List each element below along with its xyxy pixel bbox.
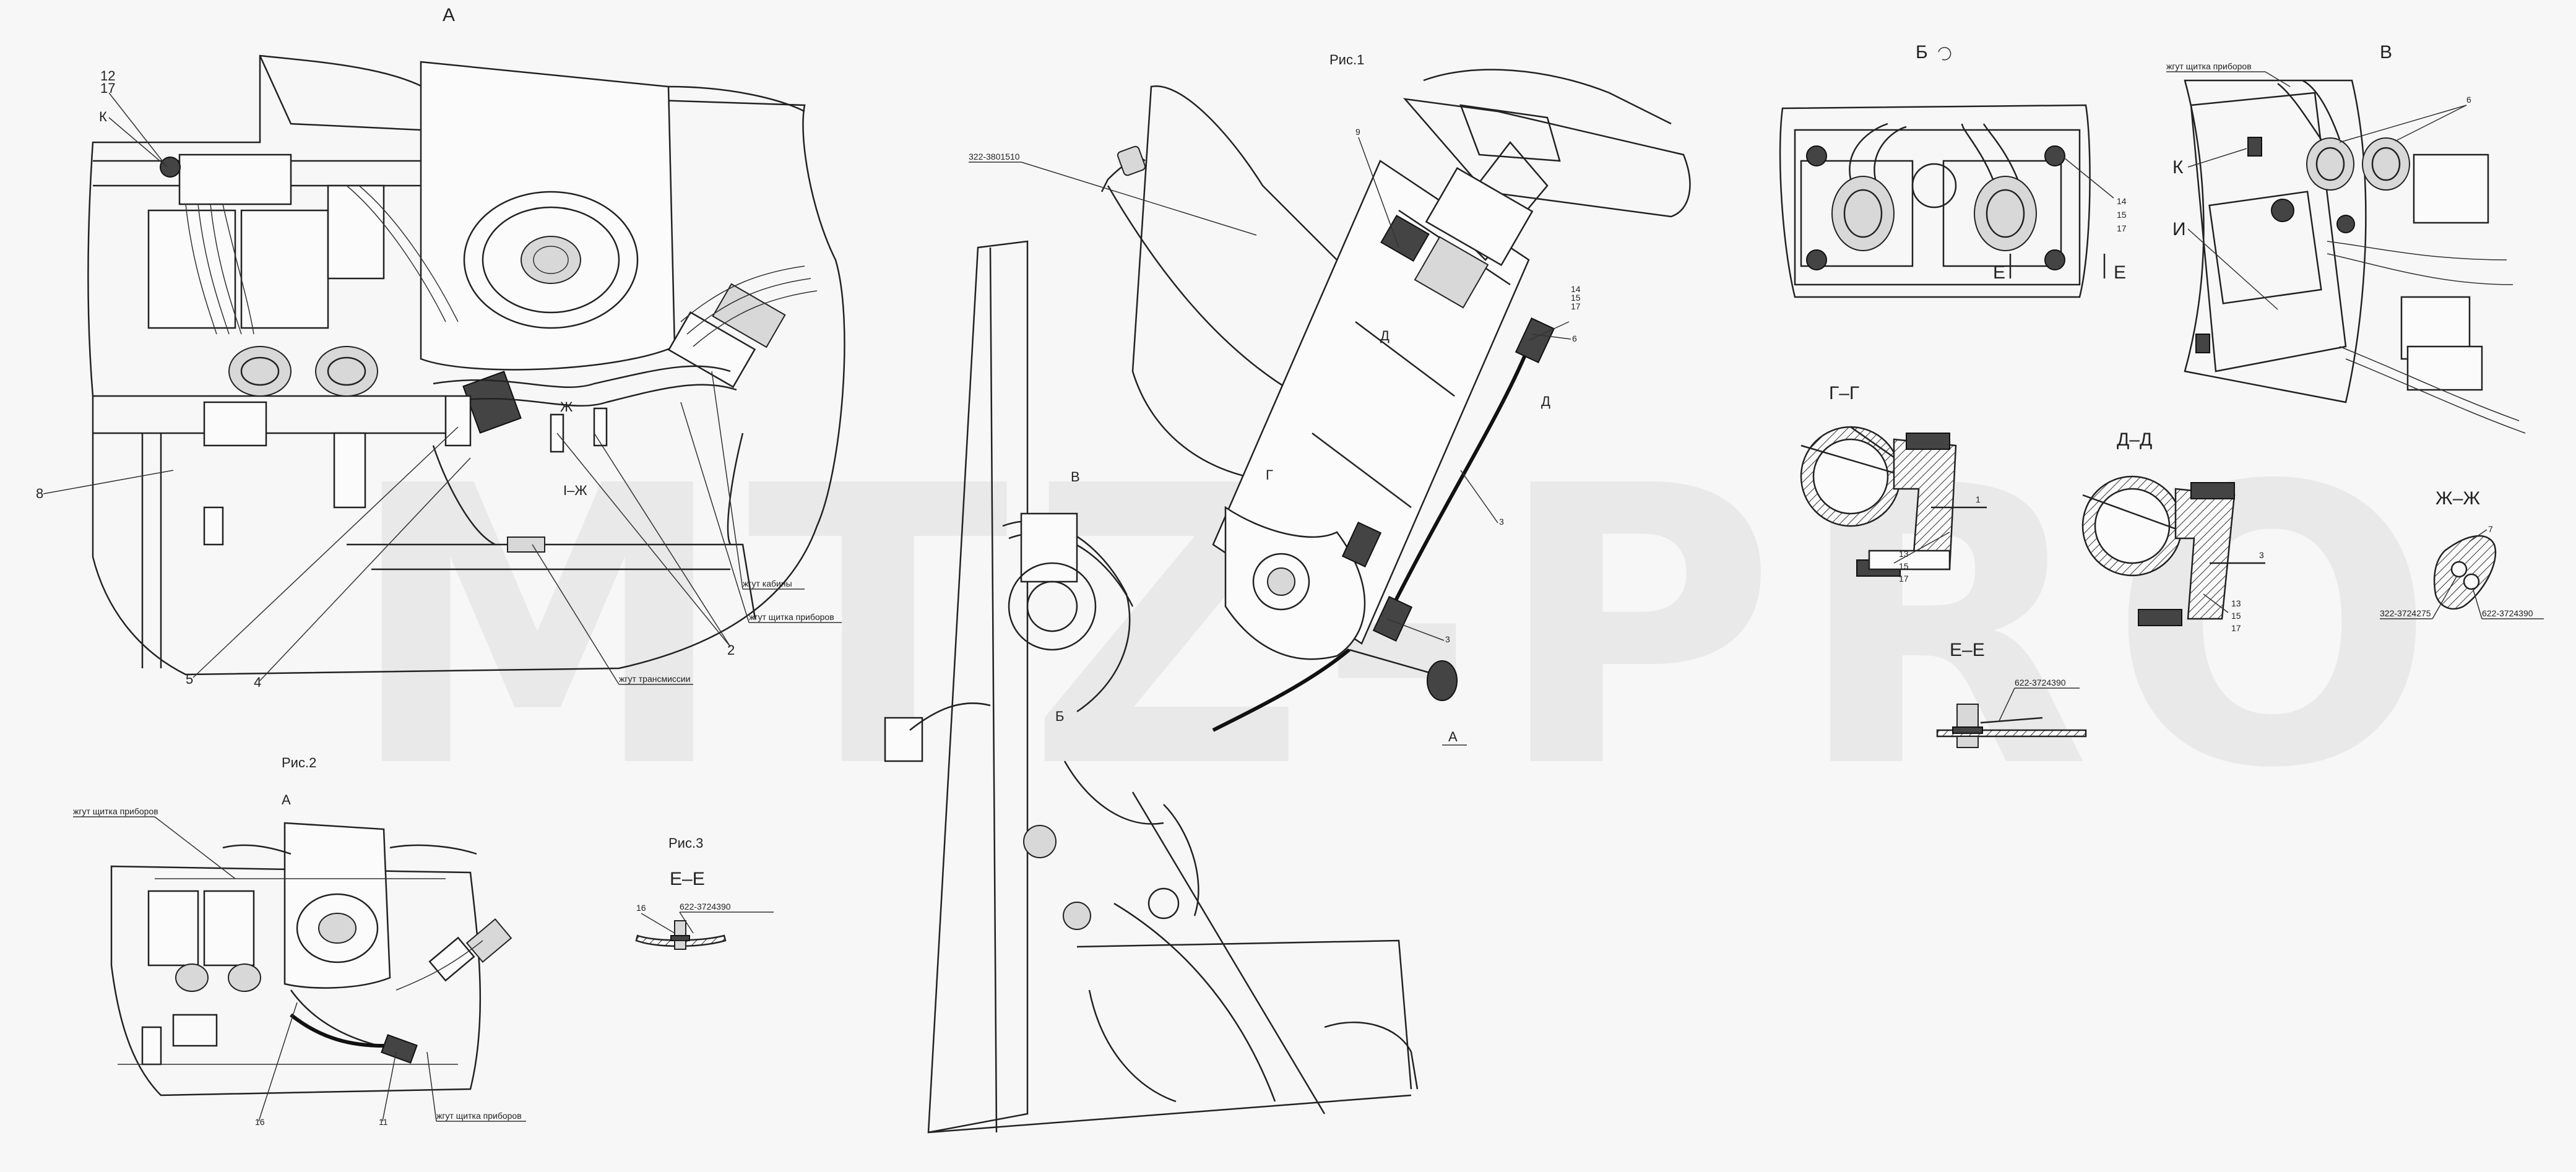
fig2-harness-top: жгут щитка приборов bbox=[73, 806, 158, 816]
part-number-322-3801510: 322-3801510 bbox=[969, 152, 1020, 162]
fig1-title: Рис.1 bbox=[1329, 52, 1364, 67]
fig2-callout-11: 11 bbox=[379, 1117, 388, 1127]
section-zh-part-right: 622-3724390 bbox=[2482, 608, 2533, 618]
fig3-view-title: Е–Е bbox=[670, 869, 705, 889]
view-b-section-e-right: Е bbox=[2114, 262, 2126, 283]
figure-3-detail: Рис.3 Е–Е 16 622-3724390 bbox=[635, 835, 774, 950]
view-b-title: Б bbox=[1916, 42, 1928, 62]
fig1-callout-9: 9 bbox=[1355, 127, 1360, 137]
section-e-title: Е–Е bbox=[1950, 640, 1985, 660]
harness-label-transmission: жгут трансмиссии bbox=[619, 674, 691, 684]
view-v-detail: В жгут щитка приборов 6 К И bbox=[2166, 42, 2526, 434]
fig1-callout-3: 3 bbox=[1499, 517, 1504, 527]
fig3-part: 622-3724390 bbox=[680, 902, 731, 911]
view-b-section-e-left: Е bbox=[1993, 262, 2005, 283]
view-v-callout-k: К bbox=[2172, 157, 2184, 178]
connector-k-icon bbox=[160, 157, 181, 178]
view-b-detail: Б 14 15 17 Е Е bbox=[1779, 42, 2129, 298]
fig1-view-mark-b: Б bbox=[1055, 709, 1064, 724]
section-zh-callout-7: 7 bbox=[2488, 524, 2493, 534]
section-e-part: 622-3724390 bbox=[2015, 678, 2066, 687]
view-v-callout-i: И bbox=[2172, 219, 2186, 239]
fig2-title: Рис.2 bbox=[282, 755, 316, 770]
view-a-title: А bbox=[443, 5, 455, 25]
section-g-callout-1: 1 bbox=[1976, 494, 1981, 504]
fig3-title: Рис.3 bbox=[668, 835, 703, 851]
section-mark-i-zh: I–Ж bbox=[563, 483, 587, 498]
fig2-view-title: А bbox=[282, 792, 291, 808]
section-zh-title: Ж–Ж bbox=[2436, 488, 2480, 509]
view-v-harness-label: жгут щитка приборов bbox=[2166, 61, 2252, 71]
section-g-callout-13-15-17: 13 15 17 bbox=[1899, 549, 1911, 584]
section-d-callout-3: 3 bbox=[2259, 550, 2264, 560]
callout-k-view-a: К bbox=[99, 109, 107, 124]
fig1-callout-14-15-17: 14 15 17 bbox=[1571, 284, 1583, 311]
view-v-title: В bbox=[2380, 42, 2392, 62]
fig1-section-mark-d-2: Д bbox=[1380, 328, 1390, 343]
fig1-view-label-a: А bbox=[1448, 729, 1458, 744]
fig1-callout-3-lower: 3 bbox=[1445, 634, 1450, 644]
view-a-detail: А bbox=[36, 5, 845, 690]
fig2-callout-16: 16 bbox=[255, 1117, 265, 1127]
harness-label-cab: жгут кабины bbox=[743, 579, 792, 588]
fig1-section-mark-d: Д bbox=[1541, 394, 1550, 409]
section-zh-zh: Ж–Ж 7 322-3724275 622-3724390 bbox=[2380, 488, 2544, 619]
fig2-harness-bottom: жгут щитка приборов bbox=[436, 1111, 522, 1121]
harness-label-instrument-panel: жгут щитка приборов bbox=[749, 612, 834, 622]
callout-2: 2 bbox=[727, 642, 735, 658]
fig1-view-mark-v: В bbox=[1071, 469, 1080, 485]
view-b-callout-14-15-17: 14 15 17 bbox=[2117, 196, 2129, 233]
fig1-section-mark-g: Г bbox=[1266, 467, 1273, 483]
callout-5: 5 bbox=[186, 671, 193, 687]
section-d-d: Д–Д 3 13 15 17 bbox=[2081, 429, 2265, 633]
figure-1-steering-column: Рис.1 bbox=[884, 52, 1691, 1134]
section-zh-part-left: 322-3724275 bbox=[2380, 608, 2431, 618]
callout-8: 8 bbox=[36, 486, 43, 501]
callout-4: 4 bbox=[254, 674, 261, 690]
fig1-callout-6: 6 bbox=[1572, 334, 1577, 343]
view-v-callout-6: 6 bbox=[2466, 95, 2471, 105]
section-d-title: Д–Д bbox=[2117, 429, 2152, 450]
section-d-callout-13-15-17: 13 15 17 bbox=[2231, 598, 2243, 633]
section-mark-zh: Ж bbox=[560, 399, 573, 415]
section-g-title: Г–Г bbox=[1829, 383, 1859, 403]
figure-2-detail: Рис.2 А жгут щитка приборов 16 11 жгут щ… bbox=[73, 755, 526, 1127]
section-e-e: Е–Е 622-3724390 bbox=[1936, 640, 2087, 748]
fig3-callout-16: 16 bbox=[636, 903, 646, 913]
section-g-g: Г–Г 1 13 15 17 bbox=[1800, 383, 1987, 584]
